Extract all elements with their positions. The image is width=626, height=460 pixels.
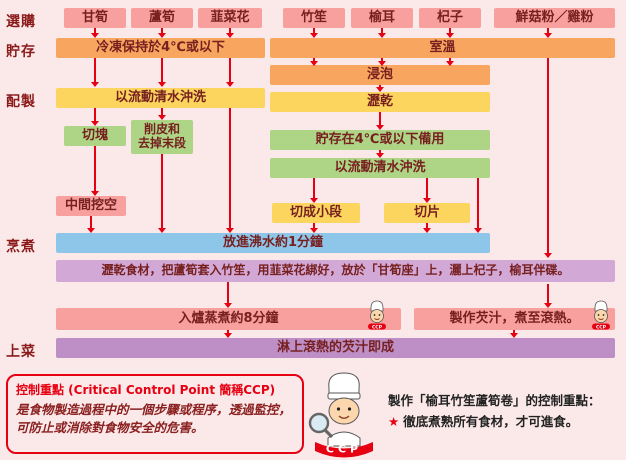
ingredient-box-carrot: 甘筍 — [64, 8, 126, 28]
ingredient-box-bamboo-fungus: 竹笙 — [283, 8, 345, 28]
ccp-badge-text: CCP — [372, 324, 383, 330]
stage-label-preparation: 配製 — [6, 94, 36, 110]
assemble-box: 瀝乾食材，把蘆筍套入竹笙，用韮菜花綁好，放於「甘筍座」上，灑上杞子，榆耳伴碟。 — [56, 260, 615, 282]
star-icon: ★ — [388, 414, 400, 429]
flow-arrow — [226, 108, 234, 233]
flow-arrow — [376, 112, 384, 130]
flow-arrow — [510, 330, 518, 338]
drain-box: 瀝乾 — [270, 92, 490, 112]
ccp-badge-text: CCP — [596, 324, 607, 330]
flow-arrow — [158, 108, 166, 120]
flow-arrow — [378, 28, 386, 38]
cut-pieces-box: 切塊 — [64, 126, 126, 146]
chef-mascot-icon: CCP — [298, 368, 390, 460]
rinse-left-box: 以流動清水沖洗 — [56, 88, 265, 108]
steam-box: 入爐蒸煮約8分鐘 — [56, 308, 401, 330]
control-point-text: 徹底煮熟所有食材，才可進食。 — [403, 414, 579, 429]
boil-box: 放進沸水約1分鐘 — [56, 233, 490, 253]
control-point-title: 製作「榆耳竹笙蘆筍卷」的控制重點： — [388, 393, 601, 408]
stage-label-storage: 貯存 — [6, 44, 36, 60]
flow-arrow — [87, 216, 95, 233]
flow-arrow — [158, 58, 166, 87]
store-4c-box: 貯存在4℃或以下備用 — [270, 130, 490, 150]
slice-box: 切片 — [384, 203, 470, 223]
flow-arrow — [158, 28, 166, 38]
rinse-right-box: 以流動清水沖洗 — [270, 158, 490, 178]
chef-ccp-icon: CCP — [362, 299, 392, 335]
ingredient-box-asparagus: 蘆筍 — [131, 8, 193, 28]
ingredient-box-mushroom-chicken-powder: 鮮菇粉／雞粉 — [494, 8, 615, 28]
ccp-note-description: 是食物製造過程中的一個步驟或程序，透過監控，可防止或消除對食物安全的危害。 — [16, 402, 292, 435]
ccp-badge-text: CCP — [326, 443, 362, 456]
soak-box: 浸泡 — [270, 65, 490, 85]
chef-ccp-icon: CCP — [586, 299, 616, 335]
ingredient-box-elm-ear: 榆耳 — [351, 8, 413, 28]
flow-arrow — [376, 85, 384, 92]
hollow-center-box: 中間挖空 — [56, 196, 126, 216]
flow-arrow — [376, 150, 384, 158]
ingredient-box-chive-flower: 韮菜花 — [198, 8, 262, 28]
flow-arrow — [310, 178, 318, 203]
flow-arrow — [91, 58, 99, 87]
ingredient-box-goji-berry: 杞子 — [419, 8, 481, 28]
flow-arrow — [544, 28, 552, 38]
flow-arrow — [310, 28, 318, 38]
flow-arrow — [158, 154, 166, 233]
stage-label-serving: 上菜 — [6, 344, 36, 360]
flow-arrow — [423, 178, 431, 203]
flow-arrow — [423, 223, 431, 233]
stage-label-cooking: 烹煮 — [6, 239, 36, 255]
flow-arrow — [224, 282, 232, 308]
flow-arrow — [474, 178, 482, 233]
ccp-note-box: 控制重點 (Critical Control Point 簡稱CCP) 是食物製… — [6, 374, 304, 454]
flow-arrow — [91, 108, 99, 126]
flow-arrow — [446, 28, 454, 38]
flow-arrow — [224, 330, 232, 338]
stage-label-purchase: 選購 — [6, 14, 36, 30]
serve-box: 淋上滾熱的芡汁即成 — [56, 338, 615, 358]
flow-arrow — [544, 284, 552, 308]
flow-arrow — [310, 223, 318, 233]
flow-arrow — [226, 28, 234, 38]
storage-chilled-box: 冷凍保持於4℃或以下 — [56, 38, 265, 58]
flow-arrow — [378, 58, 386, 66]
flow-arrow — [310, 58, 318, 66]
flow-arrow — [226, 58, 234, 87]
flow-arrow — [544, 58, 552, 258]
flow-arrow — [91, 28, 99, 38]
flow-arrow — [91, 146, 99, 196]
storage-room-temp-box: 室溫 — [270, 38, 615, 58]
cut-sections-box: 切成小段 — [272, 203, 360, 223]
control-point-item: ★徹底煮熟所有食材，才可進食。 — [388, 411, 578, 430]
make-sauce-box: 製作芡汁，煮至滾熱。 — [414, 308, 615, 330]
flow-arrow — [446, 58, 454, 66]
ccp-note-title: 控制重點 (Critical Control Point 簡稱CCP) — [16, 383, 276, 397]
peel-trim-box: 削皮和 去掉末段 — [131, 120, 193, 154]
